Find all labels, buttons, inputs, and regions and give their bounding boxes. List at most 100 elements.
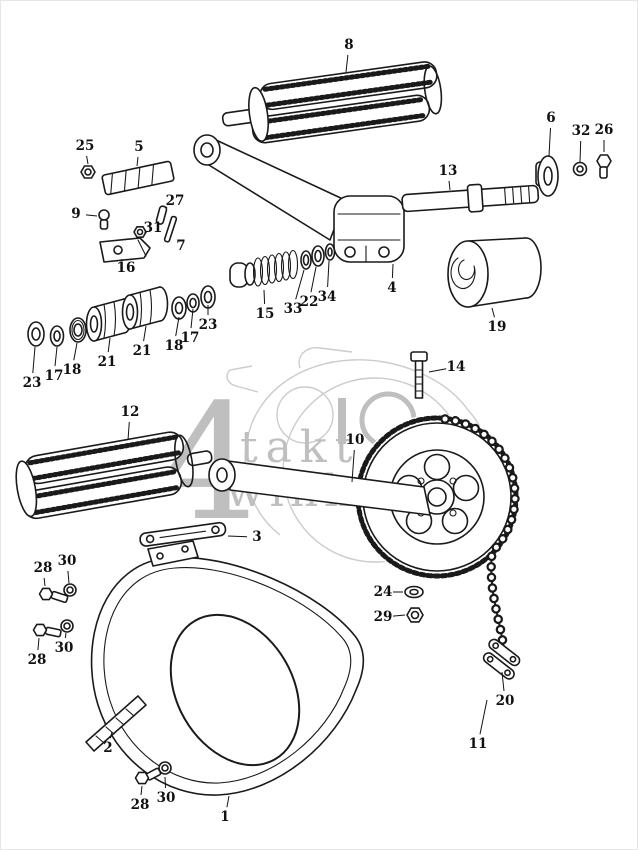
leader-line bbox=[109, 731, 113, 739]
part-label-14: 14 bbox=[447, 359, 466, 375]
part-label-30: 30 bbox=[55, 640, 74, 656]
leader-line bbox=[136, 156, 139, 167]
leader-line bbox=[428, 368, 447, 373]
leader-line bbox=[190, 308, 194, 329]
washer-33 bbox=[300, 250, 312, 270]
leader-line bbox=[85, 214, 98, 217]
part-label-29: 29 bbox=[374, 609, 393, 625]
pin-27 bbox=[155, 205, 168, 225]
part-label-20: 20 bbox=[496, 693, 515, 709]
leader-line bbox=[448, 180, 451, 191]
leader-line bbox=[165, 206, 168, 209]
part-label-28: 28 bbox=[131, 797, 150, 813]
part-label-11: 11 bbox=[469, 736, 488, 752]
pedal-8 bbox=[221, 61, 443, 144]
pedal-shaft-13 bbox=[401, 183, 540, 213]
leader-line bbox=[310, 266, 317, 293]
spring-assembly-15 bbox=[229, 249, 299, 288]
nut-31 bbox=[133, 226, 147, 238]
part-label-21: 21 bbox=[98, 354, 117, 370]
plate-3 bbox=[139, 521, 227, 547]
part-label-13: 13 bbox=[439, 163, 458, 179]
chain bbox=[440, 414, 520, 655]
part-label-18: 18 bbox=[63, 362, 82, 378]
part-label-9: 9 bbox=[71, 206, 80, 222]
crank-arm-13 bbox=[193, 134, 346, 241]
part-label-23: 23 bbox=[199, 317, 218, 333]
part-label-23: 23 bbox=[23, 375, 42, 391]
leader-line bbox=[295, 269, 305, 300]
part-label-28: 28 bbox=[28, 652, 47, 668]
washer-34 bbox=[324, 243, 336, 261]
nut-25 bbox=[80, 165, 96, 179]
part-label-30: 30 bbox=[58, 553, 77, 569]
leader-line bbox=[227, 535, 248, 538]
leader-line bbox=[144, 230, 149, 234]
master-link-20 bbox=[482, 638, 521, 680]
washer-22 bbox=[311, 245, 325, 267]
leader-line bbox=[107, 337, 111, 353]
part-label-17: 17 bbox=[181, 330, 200, 346]
bushing-21-a bbox=[121, 286, 169, 330]
part-label-3: 3 bbox=[252, 529, 261, 545]
ring-17-left bbox=[49, 325, 65, 347]
rubber-pad-5 bbox=[101, 160, 175, 196]
part-label-19: 19 bbox=[488, 319, 507, 335]
clamp-housing-4 bbox=[333, 195, 405, 263]
leader-line bbox=[164, 776, 166, 789]
leader-line bbox=[226, 795, 230, 808]
leader-line bbox=[548, 127, 551, 157]
pin-7 bbox=[163, 215, 178, 243]
washer-30-a bbox=[63, 583, 77, 597]
part-label-27: 27 bbox=[166, 193, 185, 209]
part-label-16: 16 bbox=[117, 260, 136, 276]
leader-line bbox=[479, 699, 488, 735]
bracket-16 bbox=[99, 237, 151, 263]
part-label-25: 25 bbox=[76, 138, 95, 154]
part-label-21: 21 bbox=[133, 343, 152, 359]
ring-23-left bbox=[27, 321, 45, 347]
leader-line bbox=[67, 570, 70, 584]
chain-guard-1 bbox=[90, 540, 365, 796]
leader-line bbox=[86, 155, 89, 165]
washer-30-b bbox=[60, 619, 74, 633]
leader-line bbox=[121, 258, 123, 261]
leader-line bbox=[391, 263, 394, 279]
ring-18-left bbox=[69, 317, 87, 343]
part-label-30: 30 bbox=[157, 790, 176, 806]
leader-line bbox=[143, 325, 147, 342]
crank-arm-10 bbox=[208, 458, 431, 516]
part-label-18: 18 bbox=[165, 338, 184, 354]
leader-line bbox=[73, 342, 78, 361]
part-label-6: 6 bbox=[546, 110, 555, 126]
ring-23-mid bbox=[200, 285, 216, 309]
part-label-26: 26 bbox=[595, 122, 614, 138]
leader-line bbox=[491, 307, 495, 318]
bolt-28-b bbox=[32, 623, 62, 638]
part-label-33: 33 bbox=[284, 301, 303, 317]
leader-line bbox=[579, 140, 582, 163]
leader-line bbox=[175, 316, 180, 337]
part-label-5: 5 bbox=[134, 139, 143, 155]
guard-strip-2 bbox=[85, 695, 147, 752]
part-label-12: 12 bbox=[121, 404, 140, 420]
part-label-17: 17 bbox=[45, 368, 64, 384]
part-label-4: 4 bbox=[387, 280, 396, 296]
part-label-28: 28 bbox=[34, 560, 53, 576]
leader-line bbox=[32, 346, 36, 374]
bolt-26 bbox=[596, 154, 612, 179]
washer-24 bbox=[404, 585, 424, 599]
leader-line bbox=[392, 614, 406, 617]
watermark-bar bbox=[338, 398, 346, 444]
leader-line bbox=[263, 289, 266, 305]
part-label-8: 8 bbox=[344, 37, 353, 53]
leader-line bbox=[327, 260, 330, 288]
bolt-28-c bbox=[134, 767, 162, 785]
leader-line bbox=[64, 632, 67, 639]
part-label-10: 10 bbox=[346, 432, 365, 448]
washer-30-c bbox=[158, 761, 172, 775]
part-label-24: 24 bbox=[374, 584, 393, 600]
leader-line bbox=[501, 671, 505, 692]
